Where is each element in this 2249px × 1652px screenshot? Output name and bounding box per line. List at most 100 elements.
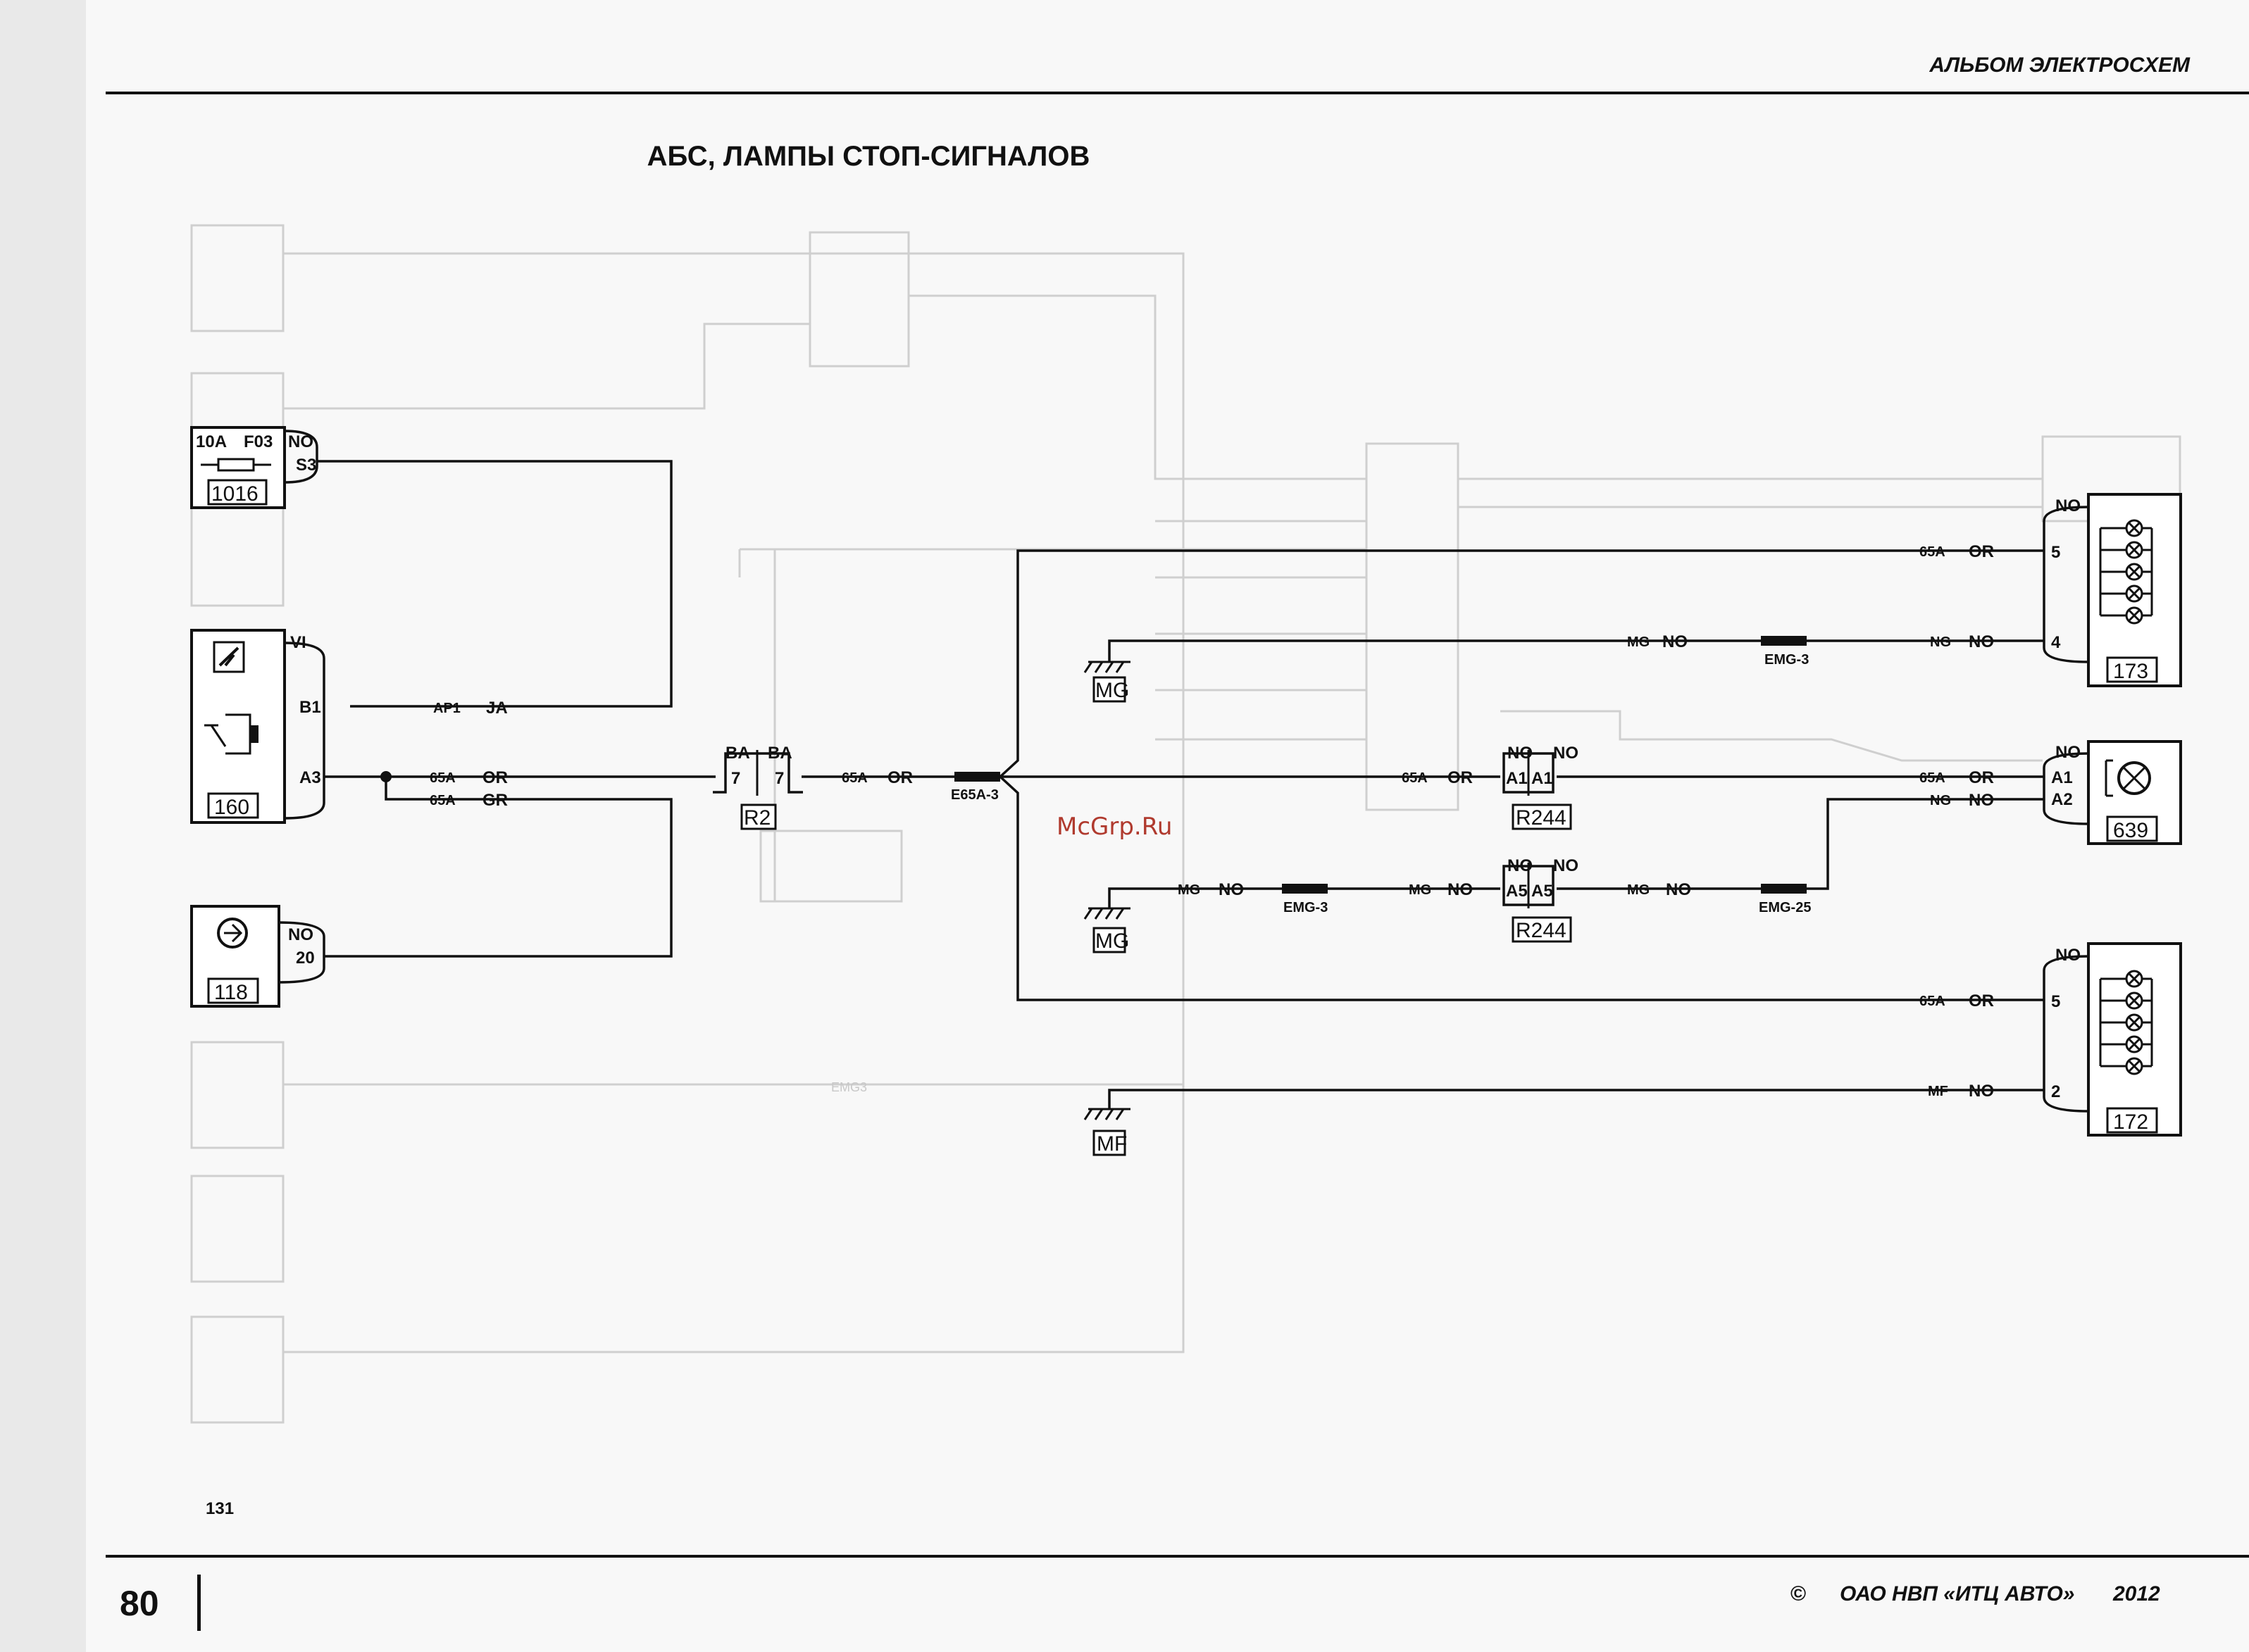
copyright-icon: © (1790, 1582, 1807, 1606)
header-rule (106, 92, 2249, 94)
component-639-id: 639 (2113, 819, 2148, 842)
wire-mg-to-r244-a5 (1108, 887, 1500, 908)
pin-118-20: 20 (296, 949, 315, 968)
wires (317, 460, 2044, 1109)
wire-1016-to-160 (317, 460, 673, 708)
splice-emg3-top (1761, 636, 1807, 646)
wire-to-172-pin5 (999, 775, 2044, 1001)
wire-color-no-7: NO (1969, 1082, 1994, 1101)
r244a-color-right: NO (1553, 744, 1578, 763)
pin-172-5: 5 (2051, 992, 2060, 1011)
background-ghost-elements: EMG3 (190, 224, 2181, 1424)
splice-emg25 (1761, 884, 1807, 894)
wire-color-no-3: NO (1969, 791, 1994, 810)
wire-to-173-pin5 (999, 549, 2044, 778)
connector-r244b-id: R244 (1516, 919, 1566, 942)
wire-color-ja: JA (486, 699, 508, 718)
component-173: NO 5 4 173 (2043, 493, 2182, 687)
pin-color-639: NO (2055, 743, 2081, 762)
splice-e65a3 (954, 772, 1000, 782)
wire-color-no-1: NO (1662, 632, 1688, 651)
r2-pin-right: 7 (775, 769, 784, 788)
pin-160-vi: VI (290, 633, 306, 652)
connector-r244-a1: NO NO A1 A1 R244 (1502, 744, 1578, 830)
connector-r244-a5: NO NO A5 A5 R244 (1502, 856, 1578, 943)
wire-code-ng-1: NG (1930, 634, 1951, 650)
r244a-pin-left: A1 (1506, 769, 1528, 788)
connector-r244a-id: R244 (1516, 806, 1566, 830)
splice-emg3-mid-label: EMG-3 (1283, 900, 1328, 915)
component-172: NO 5 2 172 (2043, 942, 2182, 1137)
pin-160-b1: B1 (299, 698, 321, 717)
ground-icon (1083, 907, 1130, 920)
ground-icon (1083, 1108, 1130, 1120)
component-639: NO A1 A2 639 (2043, 740, 2182, 845)
page-number: 80 (120, 1584, 159, 1623)
wire-code-65a-4: 65A (1402, 770, 1428, 786)
lamp-icon (2105, 759, 2151, 797)
r2-color-right: BA (768, 744, 792, 763)
r244b-color-right: NO (1553, 856, 1578, 875)
ground-mg-1: MG (1083, 661, 1130, 703)
wire-color-or-7: OR (1969, 991, 1994, 1010)
ground-icon (1083, 661, 1130, 673)
wire-code-65a-2: 65A (430, 793, 456, 808)
page-number-divider (197, 1575, 201, 1631)
wire-code-65a-6: 65A (1919, 770, 1945, 786)
component-118: 118 NO 20 (190, 905, 325, 1008)
wire-color-no-2: NO (1969, 632, 1994, 651)
svg-text:EMG3: EMG3 (831, 1080, 867, 1094)
wire-color-no-4: NO (1219, 880, 1244, 899)
ground-mf: MF (1083, 1108, 1130, 1156)
splice-emg3-top-label: EMG-3 (1764, 652, 1809, 668)
r244b-pin-right: A5 (1531, 882, 1553, 901)
wire-code-ng-2: NG (1930, 793, 1951, 808)
wire-color-or-5: OR (1969, 542, 1994, 561)
wire-code-ap1: AP1 (433, 701, 461, 716)
wire-color-no-6: NO (1666, 880, 1691, 899)
r244b-color-left: NO (1507, 856, 1533, 875)
wire-code-mg-2: MG (1178, 882, 1200, 898)
connector-r2-id: R2 (744, 806, 771, 830)
pin-1016-s3: S3 (296, 456, 316, 475)
wire-code-mg-4: MG (1627, 882, 1650, 898)
component-1016-id: 1016 (211, 482, 258, 506)
lamp-bank-icon (2099, 519, 2153, 625)
component-118-id: 118 (214, 981, 248, 1004)
wire-labels: AP1 JA 65A OR 65A GR 65A OR 65A OR 65A O… (430, 542, 1994, 1101)
ground-mg-2: MG (1083, 907, 1130, 953)
r244a-color-left: NO (1507, 744, 1533, 763)
junction-dot (380, 771, 392, 782)
wire-color-or-4: OR (1447, 768, 1473, 787)
wire-color-or-6: OR (1969, 768, 1994, 787)
component-1016: 10A F03 1016 NO S3 (190, 426, 318, 509)
wire-code-65a-3: 65A (842, 770, 868, 786)
pin-color-118: NO (288, 925, 313, 944)
wire-r244-to-639-a2 (1557, 798, 2044, 890)
r2-pin-left: 7 (731, 769, 740, 788)
publisher: ОАО НВП «ИТЦ АВТО» (1840, 1582, 2075, 1606)
wire-code-mf: MF (1928, 1084, 1948, 1099)
component-172-id: 172 (2113, 1110, 2148, 1134)
wire-mf-to-172-pin2 (1108, 1089, 2044, 1109)
lamp-bank-icon (2099, 970, 2153, 1075)
pin-173-4: 4 (2051, 633, 2061, 652)
r244a-pin-right: A1 (1531, 769, 1553, 788)
wire-code-mg-3: MG (1409, 882, 1431, 898)
wire-color-or-3: OR (887, 768, 913, 787)
pin-color-173: NO (2055, 496, 2081, 515)
pin-172-2: 2 (2051, 1082, 2060, 1101)
ground-mg-1-id: MG (1095, 679, 1129, 702)
pin-color-172: NO (2055, 946, 2081, 965)
watermark: McGrp.Ru (1057, 813, 1172, 841)
splice-e65a3-label: E65A-3 (951, 787, 999, 803)
pin-639-a2: A2 (2051, 790, 2073, 809)
album-title: АЛЬБОМ ЭЛЕКТРОСХЕМ (1929, 54, 2190, 77)
wire-code-65a-7: 65A (1919, 994, 1945, 1009)
fuse-id: F03 (244, 432, 273, 451)
pin-color-1016: NO (288, 432, 313, 451)
splice-emg3-mid (1282, 884, 1328, 894)
reference-number: 131 (206, 1499, 234, 1518)
